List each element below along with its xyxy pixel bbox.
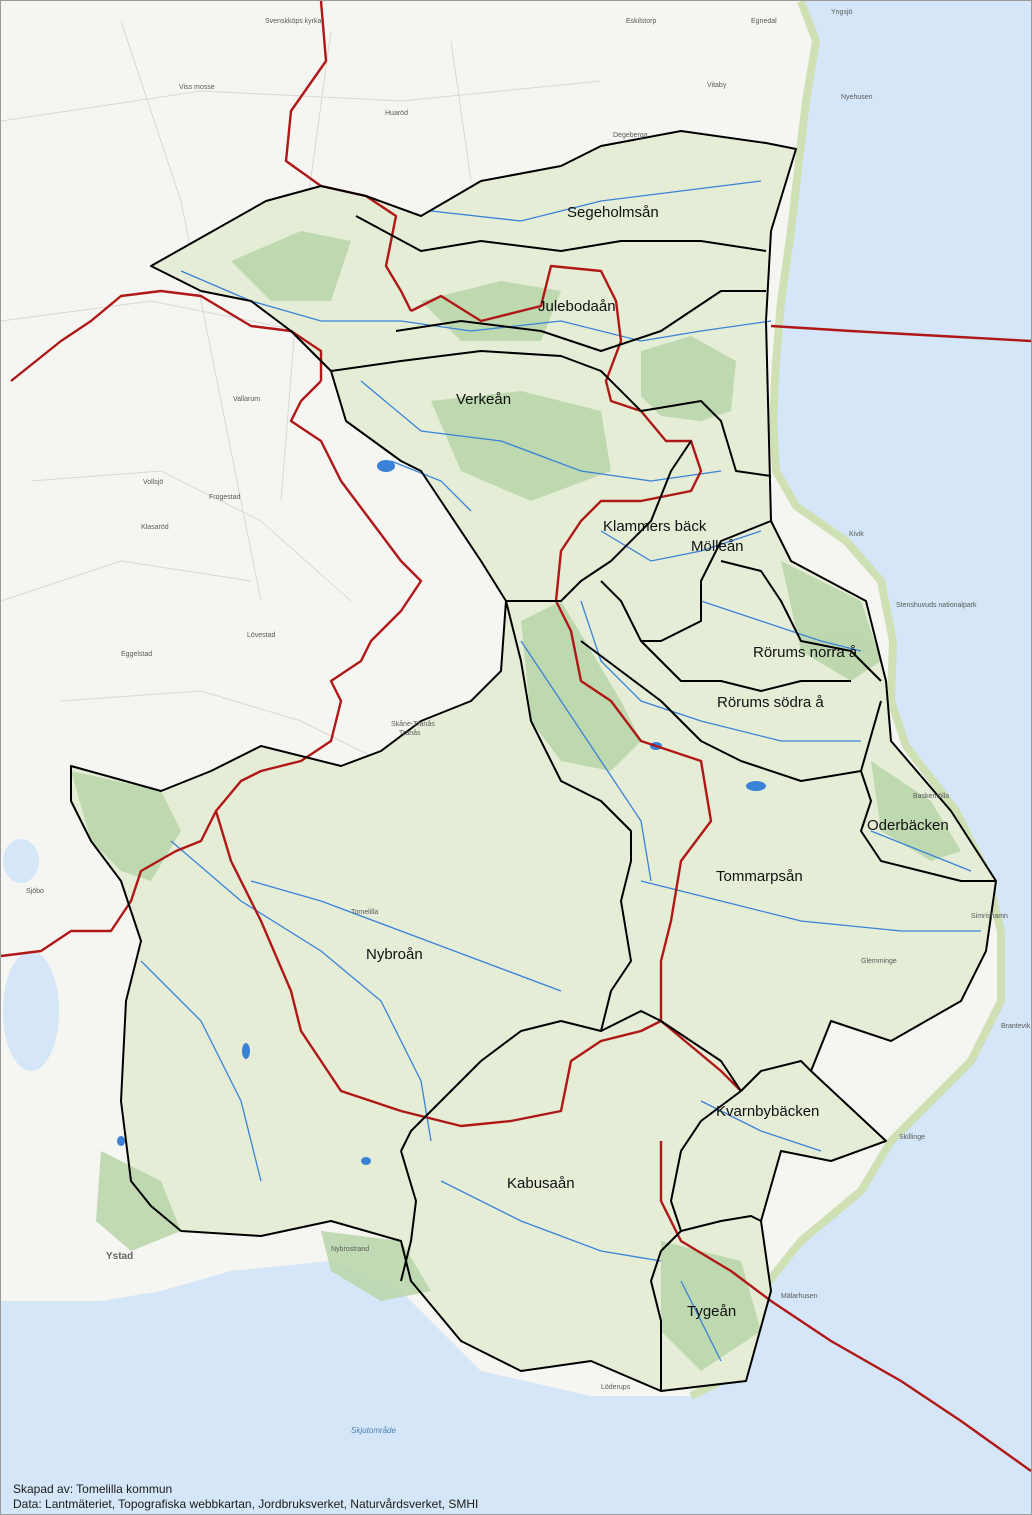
place-label: Viss mosse [179,84,215,91]
credits-data-sources: Data: Lantmäteriet, Topografiska webbkar… [13,1497,479,1511]
place-label: Stenshuvuds nationalpark [896,602,977,609]
place-label: Ystad [106,1251,133,1262]
catchment-labels: Segeholmsån Julebodaån Verkeån Klammers … [366,204,949,1320]
forest-areas [71,231,961,1371]
place-label: Tomelilla [351,909,378,916]
label-oderbacken: Oderbäcken [867,817,949,834]
place-label: Baskemölla [913,793,949,800]
credits-creator: Skapad av: Tomelilla kommun [13,1482,173,1496]
municipal-borders [1,1,1031,1472]
place-label: Tranås [399,729,421,737]
place-label: Yngsjö [831,9,853,16]
place-label: Skåne-Tranås [391,720,435,728]
label-rorums-sodra-a: Rörums södra å [717,694,824,711]
label-rorums-norra-a: Rörums norra å [753,644,858,661]
label-kvarnbybacken: Kvarnbybäcken [716,1103,819,1120]
catchment-union [71,131,996,1391]
coast-strip [689,1,1005,1400]
place-label: Nybrostrand [331,1246,369,1253]
label-segeholmsan: Segeholmsån [567,204,659,221]
label-mollean: Mölleån [691,538,744,555]
label-klammers-back: Klammers bäck [603,518,707,535]
place-label: Svenskköps kyrka [265,18,322,25]
place-label: Sjöbo [26,888,44,895]
place-label: Skillinge [899,1134,925,1141]
label-verkean: Verkeån [456,391,511,408]
catchment-boundaries [70,130,997,1392]
place-label: Klasaröd [141,524,169,531]
place-label: Degeberga [613,132,648,139]
place-label: Vitaby [707,82,727,89]
place-label: Frogestad [209,494,241,501]
place-label: Mälarhusen [781,1293,818,1300]
place-label: Simrishamn [971,913,1008,920]
label-kabusaan: Kabusaån [507,1175,575,1192]
place-label: Brantevik [1001,1023,1031,1030]
map-credits: Skapad av: Tomelilla kommun Data: Lantmä… [13,1482,478,1512]
place-label: Egnedal [751,18,777,25]
place-label: Lövestad [247,632,276,639]
place-label: Vallarum [233,396,260,403]
label-nybroan: Nybroån [366,946,423,963]
place-label: Nyehusen [841,94,873,101]
label-julebodaan: Julebodaån [538,298,616,315]
place-label: Löderups [601,1384,631,1391]
place-label: Vollsjö [143,479,163,486]
place-label: Eskilstorp [626,18,656,25]
small-lakes [117,460,766,1165]
label-tygean: Tygeån [687,1303,736,1320]
place-labels: Svenskköps kyrka Eskilstorp Egnedal Yngs… [26,9,1031,1435]
place-label: Eggelstad [121,651,152,658]
place-label: Huaröd [385,110,408,117]
label-tommarpsan: Tommarpsån [716,868,803,885]
place-label: Skjutområde [351,1426,396,1435]
lake [3,839,39,883]
river-network [140,180,981,1362]
place-label: Glemminge [861,958,897,965]
place-label: Kivik [849,531,864,538]
lake [3,951,59,1071]
